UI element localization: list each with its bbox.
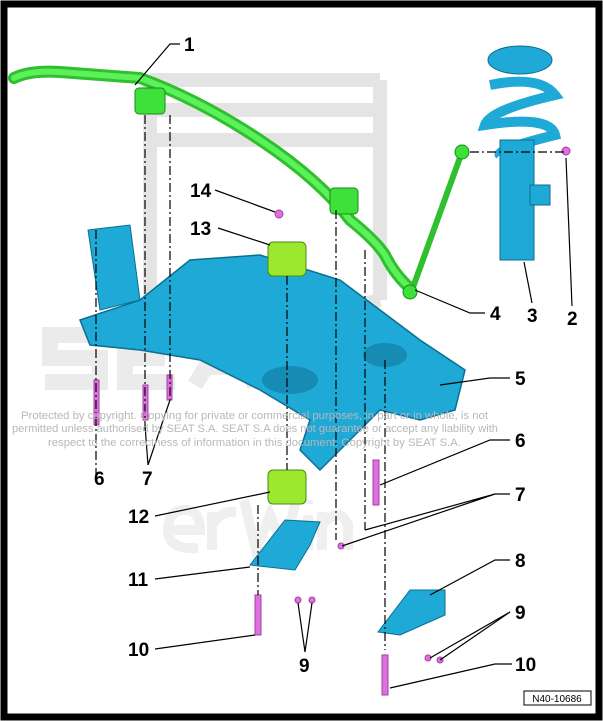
callout-7-left: 7 bbox=[142, 469, 153, 490]
subframe bbox=[79, 224, 466, 472]
callout-4: 4 bbox=[490, 304, 501, 325]
callout-10-right: 10 bbox=[515, 655, 536, 676]
callout-10-left: 10 bbox=[128, 640, 149, 661]
callout-9-right: 9 bbox=[515, 603, 526, 624]
copyright-line-2: permitted unless authorised by SEAT S.A.… bbox=[12, 423, 498, 435]
leader-lines bbox=[134, 43, 573, 689]
callout-13: 13 bbox=[190, 219, 211, 240]
brackets bbox=[249, 519, 446, 636]
callout-9-left: 9 bbox=[299, 656, 310, 677]
copyright-line-1: Protected by copyright. Copying for priv… bbox=[21, 410, 488, 422]
assembly-lines bbox=[95, 115, 566, 650]
callout-7-right: 7 bbox=[515, 485, 526, 506]
callout-1: 1 bbox=[184, 35, 195, 56]
reference-box bbox=[523, 690, 592, 706]
stabilizer-bar bbox=[8, 65, 416, 294]
callout-6-right: 6 bbox=[515, 431, 526, 452]
copyright-line-3: respect to the correctness of informatio… bbox=[48, 437, 461, 449]
suspension-strut bbox=[477, 45, 564, 261]
callout-5: 5 bbox=[515, 369, 526, 390]
coupling-rod bbox=[402, 144, 470, 300]
bushings bbox=[267, 241, 307, 505]
callout-8: 8 bbox=[515, 551, 526, 572]
callout-2: 2 bbox=[567, 309, 578, 330]
callout-12: 12 bbox=[128, 507, 149, 528]
callout-14: 14 bbox=[190, 181, 212, 202]
reference-number: N40-10686 bbox=[532, 694, 582, 705]
callout-3: 3 bbox=[527, 306, 538, 327]
callout-11: 11 bbox=[128, 570, 149, 591]
callout-6-left: 6 bbox=[94, 469, 105, 490]
